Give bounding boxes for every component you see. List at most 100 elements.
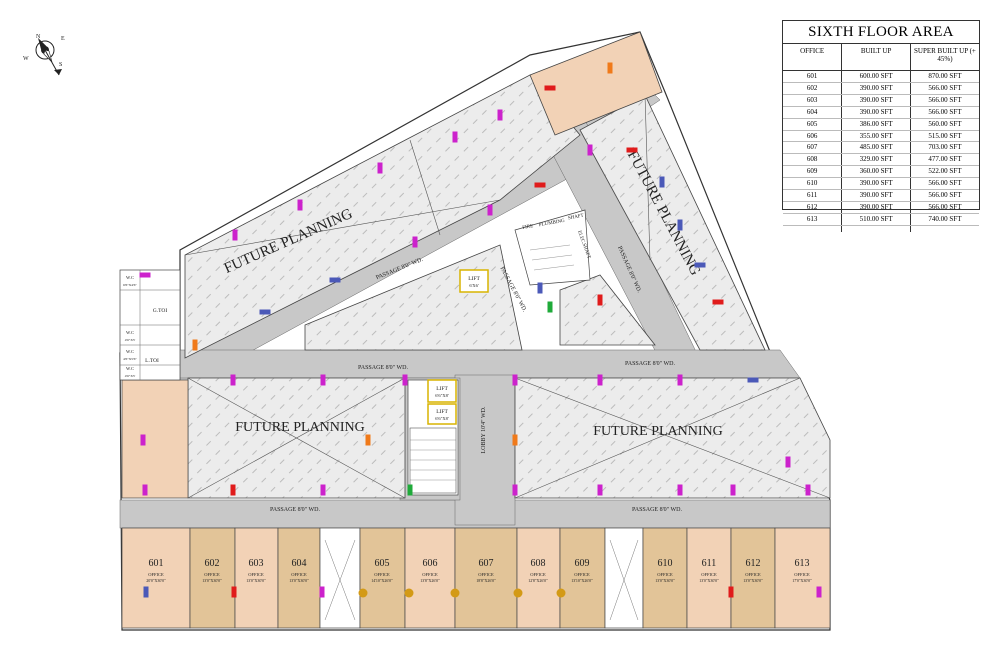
blue-marker [537, 282, 543, 294]
magenta-marker [487, 204, 493, 216]
orange-marker [512, 434, 518, 446]
blue-marker [659, 176, 665, 188]
cell-super-built-up: 566.00 SFT [910, 189, 979, 202]
cell-super-built-up: 870.00 SFT [910, 70, 979, 83]
office-size: 13'0"X30'0" [699, 578, 719, 583]
office-size: 13'8"X26'0" [420, 578, 440, 583]
cell-office: 609 [783, 165, 843, 179]
area-table-grid: OFFICE BUILT UP SUPER BUILT UP (+ 45%) 6… [783, 44, 979, 232]
cell-super-built-up: 566.00 SFT [910, 106, 979, 119]
magenta-marker [377, 162, 383, 174]
lift-1-size: 6'6"X8' [435, 393, 449, 398]
office-size: 17'0"X30'0" [792, 578, 812, 583]
magenta-marker [232, 229, 238, 241]
red-marker [626, 147, 638, 153]
magenta-marker [452, 131, 458, 143]
passage-label-bottom-left: PASSAGE 8'0" WD. [270, 507, 321, 513]
office-number: 602 [205, 558, 220, 569]
office-number: 606 [423, 558, 438, 569]
magenta-marker [320, 374, 326, 386]
lift-2-size: 6'6"X8' [435, 416, 449, 421]
compass: N E S W [23, 34, 65, 76]
toilet-partitions [120, 270, 180, 380]
cell-built-up: 386.00 SFT [841, 118, 911, 131]
left-office-block [121, 379, 189, 499]
magenta-marker [297, 199, 303, 211]
area-table: SIXTH FLOOR AREA OFFICE BUILT UP SUPER B… [782, 20, 980, 232]
markers [139, 62, 822, 598]
magenta-marker [805, 484, 811, 496]
zone-label-mid-right: FUTURE PLANNING [593, 424, 723, 439]
office-number: 604 [292, 558, 307, 569]
shaft-label: SHAFT [568, 214, 584, 222]
lift-1 [427, 379, 457, 403]
orange-marker [192, 339, 198, 351]
cell-super-built-up: 477.00 SFT [910, 153, 979, 167]
cell-built-up: 485.00 SFT [841, 141, 911, 155]
g-toilet-label: G.TOI [153, 308, 168, 314]
zone-label-mid-left: FUTURE PLANNING [235, 420, 365, 435]
orange-marker [365, 434, 371, 446]
blue-marker [677, 219, 683, 231]
cell-office: 606 [783, 130, 843, 143]
cell-super-built-up: 522.00 SFT [910, 165, 979, 179]
cell-built-up: 510.00 SFT [841, 213, 911, 226]
lobby-label: LOBBY 10'4" WD. [481, 406, 487, 454]
magenta-marker [512, 374, 518, 386]
red-marker [231, 586, 237, 598]
magenta-marker [816, 586, 822, 598]
office-label: OFFICE [657, 572, 673, 577]
stair-top-treads [529, 244, 575, 271]
blue-marker [143, 586, 149, 598]
cell-super-built-up: 566.00 SFT [910, 94, 979, 107]
red-marker [728, 586, 734, 598]
magenta-marker [730, 484, 736, 496]
office-number: 613 [795, 558, 810, 569]
fire-shaft-label: FIRE [522, 224, 534, 231]
office-label: OFFICE [574, 572, 590, 577]
office-size: 13'0"X30'0" [289, 578, 309, 583]
office-size: 13'10"X26'0" [571, 578, 593, 583]
blue-marker [259, 309, 271, 315]
lift-top-label: LIFT [468, 276, 480, 282]
magenta-marker [587, 144, 593, 156]
wc-size-2: 4'6"X5' [125, 338, 136, 342]
cell-office: 608 [783, 153, 843, 167]
office-label: OFFICE [291, 572, 307, 577]
cell-office: 605 [783, 118, 843, 131]
red-marker [534, 182, 546, 188]
office-number: 601 [149, 558, 164, 569]
cell-office: 612 [783, 201, 843, 214]
cell-office: 604 [783, 106, 843, 119]
office-label: OFFICE [422, 572, 438, 577]
header-built-up: BUILT UP [841, 44, 911, 71]
office-block-top-right [529, 31, 663, 136]
office-size: 14'10"X26'0" [371, 578, 393, 583]
office-number: 607 [479, 558, 494, 569]
magenta-marker [319, 586, 325, 598]
magenta-marker [597, 374, 603, 386]
office-size: 20'0"X30'0" [146, 578, 166, 583]
wc-size-4: 4'6"X5' [125, 374, 136, 378]
zone-diagonals [184, 94, 831, 499]
lift-2 [427, 403, 457, 425]
cell-office: 602 [783, 82, 843, 95]
lift-1-label: LIFT [436, 386, 448, 392]
passage-label-mid-right: PASSAGE 8'0" WD. [625, 361, 676, 367]
header-super-built-up: SUPER BUILT UP (+ 45%) [910, 44, 979, 71]
blue-marker [747, 377, 759, 383]
cell-built-up: 360.00 SFT [841, 165, 911, 179]
cell-super-built-up: 740.00 SFT [910, 213, 979, 226]
office-number: 603 [249, 558, 264, 569]
cell-super-built-up: 566.00 SFT [910, 82, 979, 95]
compass-e: E [61, 36, 65, 42]
magenta-marker [140, 434, 146, 446]
cell-office: 613 [783, 213, 843, 226]
gold-marker [358, 588, 368, 598]
l-toilet-label: L.TOI [145, 358, 159, 364]
